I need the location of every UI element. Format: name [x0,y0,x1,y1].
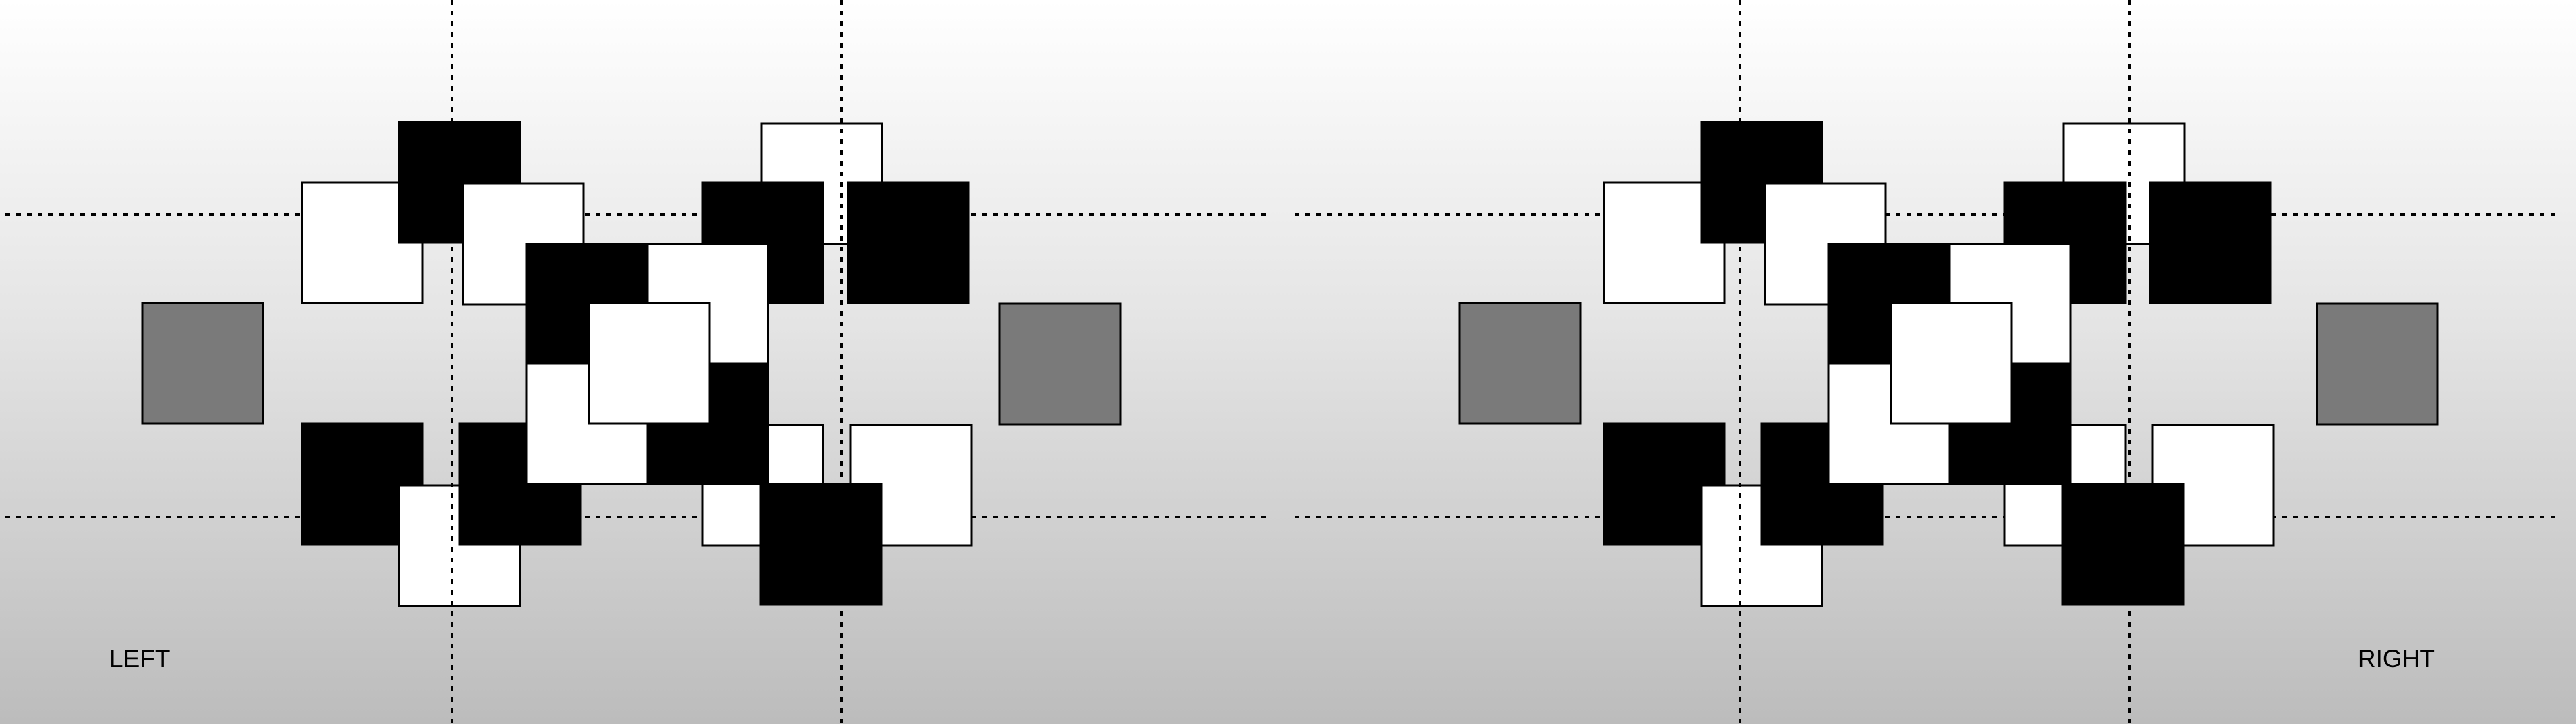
right-flanker-inner [1458,302,1582,425]
right-pattern-dark-square-6 [2149,181,2272,304]
left-flanker-inner [998,302,1122,426]
right-flanker-outer [2316,302,2439,426]
right-label: RIGHT [2357,645,2435,672]
left-pattern-dark-square-12 [759,483,883,606]
left-pattern-dark-square-6 [847,181,970,304]
left-flanker-outer [141,302,264,425]
right-pattern-dark-square-12 [2061,483,2185,606]
left-pattern-light-square-17 [588,302,711,425]
left-label: LEFT [109,645,170,672]
right-pattern-light-square-17 [1890,302,2013,425]
